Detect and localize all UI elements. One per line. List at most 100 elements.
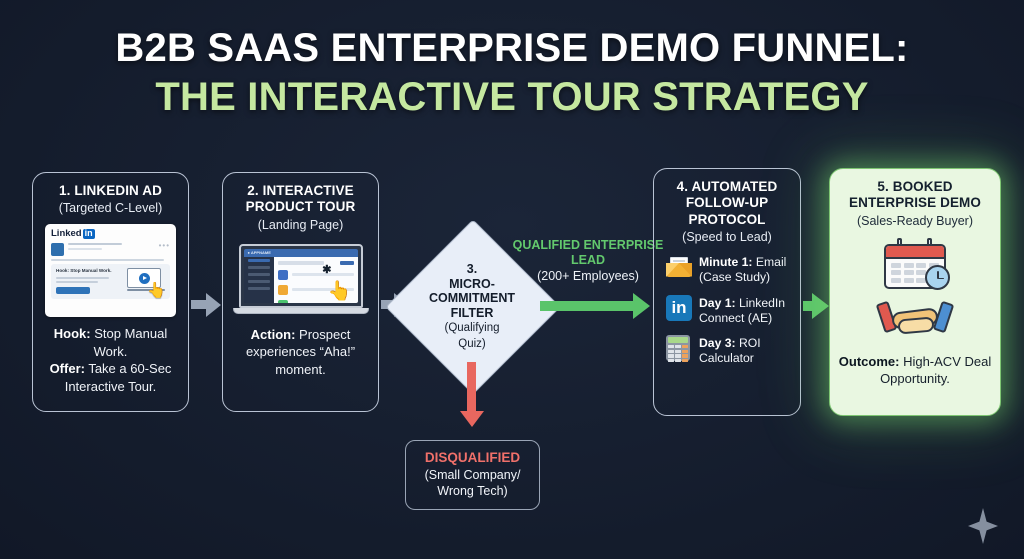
list-item: in Day 1: LinkedIn Connect (AE) (666, 294, 792, 327)
app-sidebar (243, 248, 274, 303)
meta-line (68, 247, 103, 251)
handshake-icon (875, 297, 955, 343)
step-4-heading: 4. Automated Follow-Up Protocol (676, 179, 778, 227)
linkedin-badge: in (666, 294, 692, 321)
step-1-hook-label: Hook: (53, 326, 91, 342)
step-4-subheading: (Speed to Lead) (682, 230, 772, 245)
video-screen (127, 268, 161, 289)
click-burst-icon: ✱ (322, 263, 332, 276)
envelope-shape (666, 257, 692, 278)
follow-up-text-2: LinkedIn Connect (AE) (699, 295, 786, 325)
step-2-heading: 2. Interactive Product Tour (245, 183, 356, 215)
cursor-hand-icon: 👆 (147, 282, 166, 300)
follow-up-text-3: ROI Calculator (699, 336, 761, 366)
meta-line (68, 243, 123, 246)
step-1-subheading: (Targeted C-Level) (58, 201, 163, 216)
step-card-linkedin-ad[interactable]: 1. LinkedIn Ad (Targeted C-Level) Linked… (32, 172, 189, 412)
qualified-heading: Qualified Enterprise Lead (512, 238, 664, 267)
follow-up-label-3: Day 3: (699, 336, 736, 351)
title-line-1: B2B SaaS Enterprise Demo Funnel: (115, 26, 909, 70)
linkedin-post-header: ••• (51, 241, 170, 257)
list-item: Day 3: ROI Calculator (666, 335, 792, 367)
disqualified-box[interactable]: Disqualified (Small Company/ Wrong Tech) (405, 440, 540, 510)
step-2-action-text: Prospect experiences “Aha!” moment. (245, 326, 356, 377)
ad-creative: Hook: Stop Manual Work. 👆 (51, 264, 170, 300)
follow-up-label-1: Minute 1: (699, 255, 753, 270)
calculator-icon (666, 335, 692, 363)
feature-line (291, 288, 354, 291)
follow-up-sequence-list: Minute 1: Email (Case Study) in Day 1: L… (662, 254, 792, 367)
linkedin-in-glyph: in (671, 297, 687, 317)
list-item-text: Day 1: LinkedIn Connect (AE) (699, 295, 792, 327)
step-card-interactive-product-tour[interactable]: 2. Interactive Product Tour (Landing Pag… (222, 172, 379, 412)
laptop-mockup: ● APPNAME (232, 243, 369, 314)
feature-row (277, 284, 354, 295)
step-1-offer-label: Offer: (49, 361, 85, 377)
swatch-green (277, 299, 288, 303)
laptop-base (232, 307, 369, 314)
calendar-header (886, 245, 944, 259)
qualified-subheading: (200+ Employees) (537, 269, 639, 283)
clock-icon (925, 264, 950, 290)
arrow-step4-to-step5 (803, 293, 829, 319)
cursor-tap-icon: 👆 (327, 280, 352, 302)
app-main-panel: ✱ 👆 (273, 256, 358, 303)
monitor-stand (127, 289, 165, 292)
step-card-automated-follow-up[interactable]: 4. Automated Follow-Up Protocol (Speed t… (653, 168, 801, 416)
list-item-text: Day 3: ROI Calculator (699, 335, 792, 367)
step-5-subheading: (Sales-Ready Buyer) (856, 213, 973, 228)
linkedin-logo-badge: in (82, 228, 95, 240)
calculator-keys (668, 345, 688, 363)
post-body-line (51, 259, 165, 262)
disqualified-subheading: (Small Company/ Wrong Tech) (424, 468, 521, 499)
swatch-orange (277, 284, 288, 295)
disqualified-heading: Disqualified (424, 450, 521, 466)
arrow-disqualified-path (459, 362, 484, 427)
linkedin-icon: in (666, 294, 692, 321)
play-icon[interactable] (138, 272, 150, 284)
step-1-heading: 1. LinkedIn Ad (59, 183, 162, 198)
step-card-booked-enterprise-demo[interactable]: 5. Booked Enterprise Demo (Sales-Ready B… (829, 168, 1001, 416)
feature-row (277, 299, 354, 303)
ad-creative-text: Hook: Stop Manual Work. (56, 268, 124, 294)
sidebar-item (247, 279, 270, 283)
feature-line (291, 273, 354, 276)
panel-header-line (277, 260, 324, 265)
sparkle-icon (968, 508, 998, 544)
handshake-hand-lower (897, 316, 935, 335)
sidebar-item (247, 265, 270, 269)
qualified-branch-label: Qualified Enterprise Lead (200+ Employee… (505, 238, 671, 285)
ad-headline: Hook: Stop Manual Work. (56, 268, 112, 274)
sidebar-item (247, 286, 270, 290)
ad-body-line (56, 276, 110, 279)
step-1-offer-text: Take a 60-Sec Interactive Tour. (64, 361, 172, 394)
calculator-body (666, 335, 690, 363)
app-top-bar (243, 248, 358, 257)
step-2-subheading: (Landing Page) (257, 217, 344, 232)
ad-body-line (56, 280, 99, 283)
list-item: Minute 1: Email (Case Study) (666, 254, 792, 286)
sidebar-item (247, 272, 270, 276)
more-options-icon[interactable]: ••• (158, 241, 170, 251)
calendar-icon (880, 237, 950, 290)
envelope-icon (666, 254, 692, 280)
step-5-footer: Outcome: High-ACV Deal Opportunity. (838, 353, 992, 388)
page-title: B2B SaaS Enterprise Demo Funnel: The Int… (0, 26, 1024, 120)
avatar (51, 243, 64, 257)
video-thumbnail[interactable]: 👆 (127, 268, 166, 300)
feature-row (277, 269, 354, 280)
step-2-footer: Action: Prospect experiences “Aha!” mome… (231, 326, 370, 379)
linkedin-logo-text: Linked (51, 228, 82, 240)
arrow-step1-to-step2 (191, 292, 221, 317)
laptop-lid: ● APPNAME (238, 243, 363, 308)
ad-cta-button[interactable] (56, 286, 90, 294)
follow-up-text-1: Email (Case Study) (699, 255, 787, 285)
envelope-flap (666, 263, 692, 278)
calculator-screen (668, 337, 688, 344)
step-5-outcome-label: Outcome: (838, 353, 900, 369)
laptop-screen: ● APPNAME (243, 248, 358, 303)
swatch-blue (277, 269, 288, 280)
panel-action-button[interactable] (339, 260, 354, 266)
